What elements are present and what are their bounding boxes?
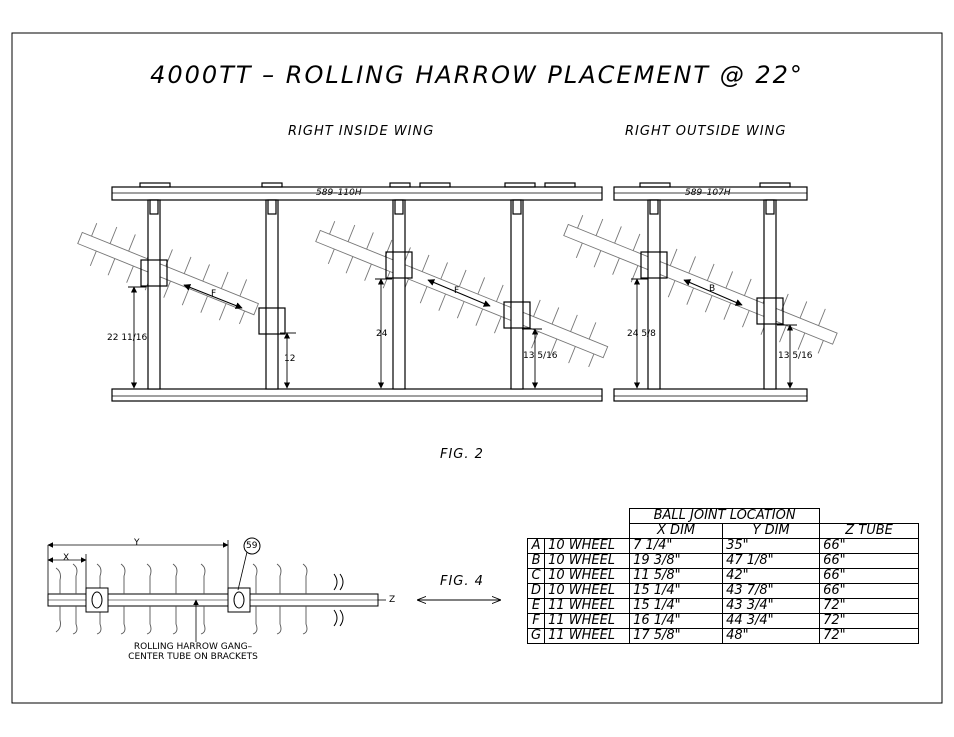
- row-z-tube: 72": [819, 613, 920, 629]
- header-x-dim: X DIM: [629, 523, 724, 539]
- z-label: Z: [389, 595, 396, 605]
- right-wing-part-number: 589–107H: [685, 188, 731, 198]
- y-label: Y: [134, 538, 140, 548]
- row-y-dim: 43 7/8": [722, 583, 821, 599]
- row-wheel: 11 WHEEL: [544, 598, 631, 614]
- row-id: D: [526, 583, 546, 599]
- row-z-tube: 66": [819, 583, 920, 599]
- callout-circle: [243, 537, 261, 555]
- row-y-dim: 44 3/4": [722, 613, 821, 629]
- gang-arrow-f2: [427, 279, 491, 307]
- fig4-gang-drawing: [47, 537, 500, 642]
- row-z-tube: 66": [819, 538, 920, 554]
- gang-label-f2: F: [454, 286, 460, 296]
- header-z-tube: Z TUBE: [819, 523, 920, 539]
- row-z-tube: 66": [819, 553, 920, 569]
- row-x-dim: 15 1/4": [629, 598, 724, 614]
- right-wing-label: RIGHT OUTSIDE WING: [625, 124, 787, 139]
- table-title-row: BALL JOINT LOCATION: [528, 508, 919, 524]
- left-wing-label: RIGHT INSIDE WING: [288, 124, 435, 139]
- row-z-tube: 72": [819, 628, 920, 644]
- gang-arrow-f1: [183, 284, 243, 309]
- row-id: E: [526, 598, 546, 614]
- row-y-dim: 47 1/8": [722, 553, 821, 569]
- row-wheel: 11 WHEEL: [544, 613, 631, 629]
- right-wing-frame: [613, 182, 808, 402]
- gang-arrow-b: [683, 279, 743, 306]
- row-wheel: 10 WHEEL: [544, 553, 631, 569]
- drawing-title: 4000TT – ROLLING HARROW PLACEMENT @ 22°: [150, 61, 804, 89]
- row-x-dim: 19 3/8": [629, 553, 724, 569]
- harrow-gang-3: [563, 215, 838, 354]
- harrow-gang-1: [77, 223, 259, 325]
- dim-label-6: 13 5/16: [778, 351, 813, 361]
- row-wheel: 10 WHEEL: [544, 538, 631, 554]
- gang-note-line1: ROLLING HARROW GANG–: [133, 642, 253, 652]
- row-x-dim: 11 5/8": [629, 568, 724, 584]
- sheet-border: [11, 32, 943, 704]
- dim-label-5: 24 5/8: [627, 329, 656, 339]
- dim-label-4: 13 5/16: [523, 351, 558, 361]
- row-wheel: 11 WHEEL: [544, 628, 631, 644]
- left-wing-frame: [111, 182, 603, 402]
- row-y-dim: 48": [722, 628, 821, 644]
- left-wing-part-number: 589–110H: [316, 188, 362, 198]
- row-id: G: [526, 628, 546, 644]
- ball-joint-table: BALL JOINT LOCATION X DIM Y DIM Z TUBE A…: [526, 508, 920, 644]
- dim-label-3: 24: [376, 329, 388, 339]
- fig2-label: FIG. 2: [440, 447, 484, 462]
- gang-label-b: B: [709, 284, 716, 294]
- row-id: B: [526, 553, 546, 569]
- row-y-dim: 43 3/4": [722, 598, 821, 614]
- row-wheel: 10 WHEEL: [544, 583, 631, 599]
- gang-note: ROLLING HARROW GANG– CENTER TUBE ON BRAC…: [108, 642, 278, 663]
- row-x-dim: 15 1/4": [629, 583, 724, 599]
- row-id: C: [526, 568, 546, 584]
- callout-number: 59: [246, 541, 258, 551]
- row-y-dim: 35": [722, 538, 821, 554]
- fig4-label: FIG. 4: [440, 574, 484, 589]
- row-id: F: [526, 613, 546, 629]
- row-x-dim: 17 5/8": [629, 628, 724, 644]
- row-id: A: [526, 538, 546, 554]
- gang-label-f1: F: [211, 289, 217, 299]
- table-title: BALL JOINT LOCATION: [629, 508, 821, 524]
- row-z-tube: 72": [819, 598, 920, 614]
- dim-label-1: 22 11/16: [107, 333, 148, 343]
- row-wheel: 10 WHEEL: [544, 568, 631, 584]
- table-header-row: X DIM Y DIM Z TUBE: [528, 523, 920, 539]
- row-x-dim: 16 1/4": [629, 613, 724, 629]
- x-label: X: [63, 553, 70, 563]
- row-z-tube: 66": [819, 568, 920, 584]
- dim-label-2: 12: [284, 354, 296, 364]
- row-y-dim: 42": [722, 568, 821, 584]
- row-x-dim: 7 1/4": [629, 538, 724, 554]
- gang-note-line2: CENTER TUBE ON BRACKETS: [128, 651, 258, 662]
- header-y-dim: Y DIM: [722, 523, 821, 539]
